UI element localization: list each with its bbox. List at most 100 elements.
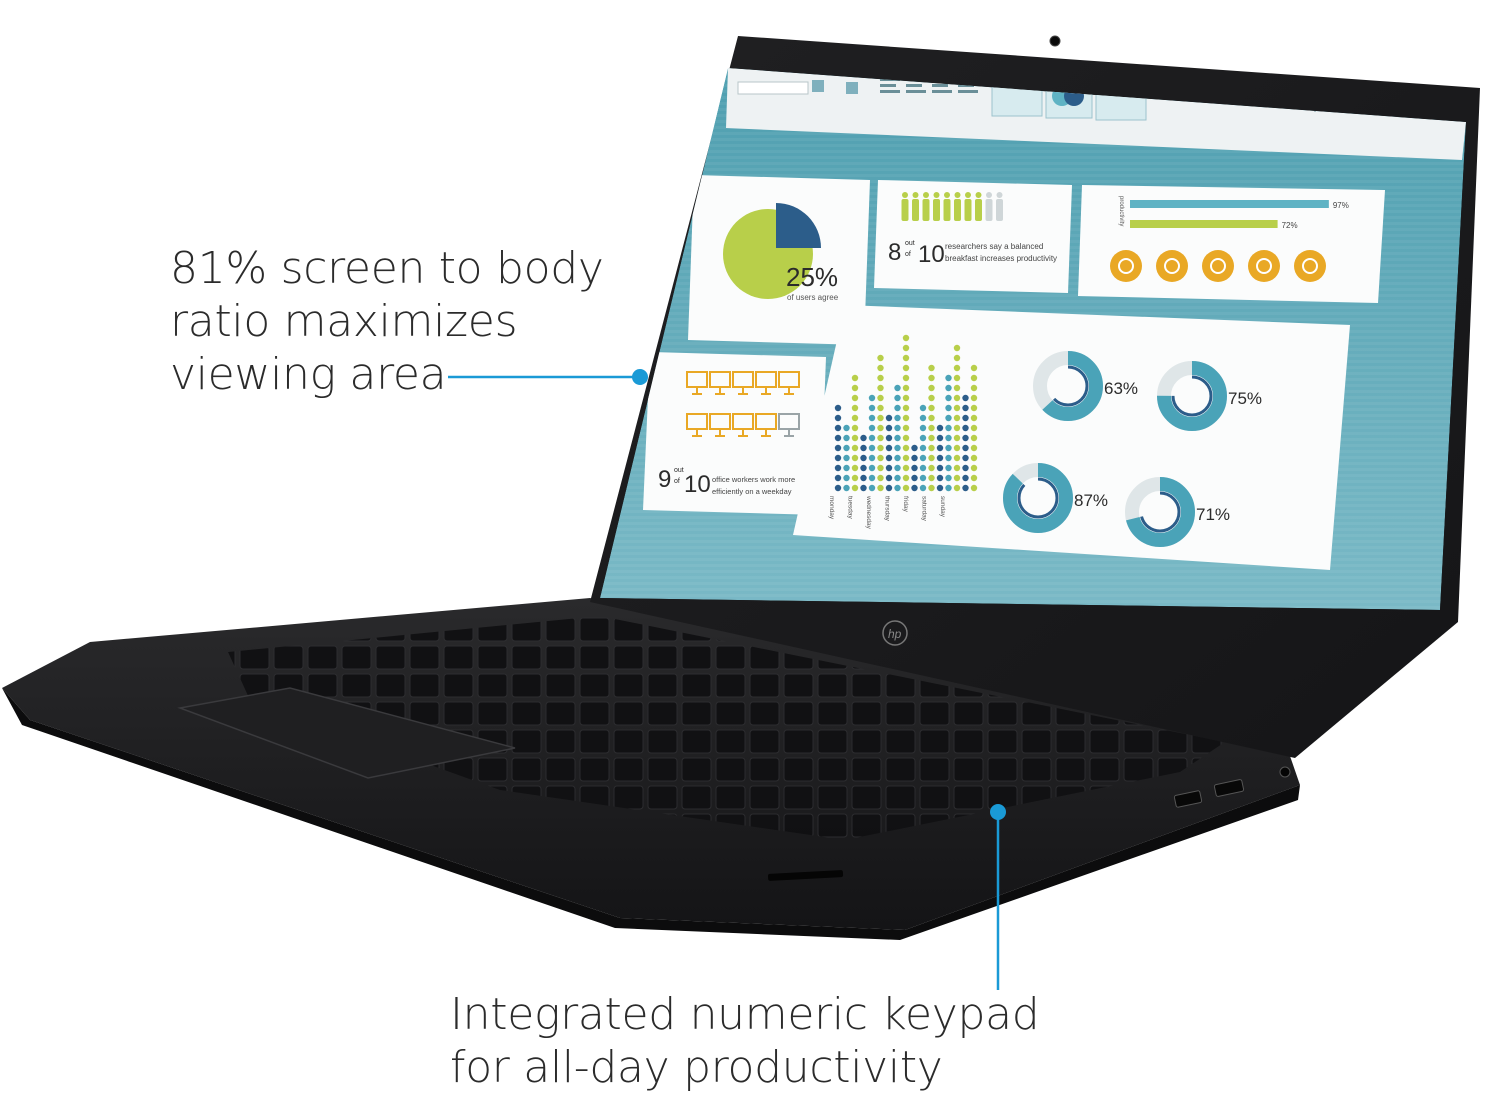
chart-dot — [970, 364, 978, 372]
chart-dot — [877, 474, 884, 482]
people-count-total: 10 — [918, 241, 945, 268]
chart-dot — [851, 424, 859, 432]
chart-dot — [902, 474, 910, 482]
chart-dot — [928, 474, 935, 482]
callout-keypad-dot — [990, 804, 1006, 820]
chart-dot — [877, 484, 884, 492]
callout-keypad-line-2: for all-day productivity — [450, 1042, 943, 1093]
dot-column-chart — [834, 334, 978, 492]
chart-dot — [945, 454, 952, 462]
arrow-icon — [1156, 250, 1188, 282]
chart-dot — [894, 414, 901, 422]
chart-dot — [902, 484, 910, 492]
chart-dot — [953, 434, 961, 442]
chart-dot — [877, 404, 884, 412]
chart-dot — [970, 474, 978, 482]
person-icon — [944, 192, 950, 198]
donut-value-arc — [1033, 351, 1103, 421]
donut-label: 71% — [1196, 505, 1230, 524]
person-icon — [902, 192, 908, 198]
chart-dot — [953, 424, 961, 432]
chart-dot — [877, 464, 884, 472]
person-body — [985, 199, 993, 221]
progress-bar — [1130, 220, 1278, 228]
chart-dot — [970, 394, 978, 402]
chart-dot — [894, 424, 901, 432]
person-body — [954, 199, 961, 221]
chart-dot — [834, 454, 842, 462]
chart-dot — [868, 444, 876, 452]
chart-dot — [902, 354, 910, 362]
chart-dot — [970, 464, 978, 472]
chart-dot — [894, 394, 901, 402]
chart-dot — [885, 484, 893, 492]
gear-icon — [1110, 250, 1142, 282]
chart-dot — [885, 434, 893, 442]
callout-screen-ratio: 81% screen to body ratio maximizes viewi… — [170, 242, 604, 401]
monitor-icon — [755, 413, 777, 430]
chart-dot — [877, 414, 884, 422]
people-count-out: out — [905, 240, 915, 247]
callout-screen-line-2: ratio maximizes — [170, 296, 518, 347]
chart-dot — [970, 374, 978, 382]
chart-dot — [953, 394, 961, 402]
person-body — [964, 199, 972, 221]
chart-dot — [902, 444, 910, 452]
chart-dot — [843, 434, 850, 442]
laptop-lid — [590, 36, 1480, 758]
donut-inner-arc — [1171, 375, 1213, 417]
card-reader-slot — [767, 870, 844, 881]
day-label: wednesday — [865, 495, 872, 530]
chart-dot — [877, 454, 884, 462]
chart-dot — [962, 464, 969, 472]
people-count-big: 8 — [888, 239, 901, 266]
pie-caption: of users agree — [787, 293, 839, 302]
chart-dot — [936, 484, 944, 492]
chart-dot — [834, 484, 842, 492]
chart-dot — [843, 444, 850, 452]
chart-dot — [885, 444, 893, 452]
laptop-base — [2, 598, 1300, 930]
pie-chart — [723, 203, 821, 299]
chart-dot — [894, 434, 901, 442]
chart-dot — [834, 444, 842, 452]
chart-dot — [928, 404, 935, 412]
chart-dot — [945, 474, 952, 482]
people-count-of: of — [905, 251, 911, 258]
chart-dot — [962, 444, 969, 452]
monitors-count-out: out — [674, 467, 684, 474]
usb-port-1 — [1173, 790, 1203, 808]
chart-dot — [902, 434, 910, 442]
chart-dot — [902, 414, 910, 422]
chart-dot — [885, 474, 893, 482]
chart-dot — [936, 424, 944, 432]
person-body — [922, 199, 930, 221]
monitor-icon — [686, 413, 708, 430]
donut-label: 87% — [1074, 491, 1108, 510]
person-body — [912, 199, 919, 221]
day-label: monday — [828, 496, 835, 520]
callout-screen-dot — [632, 369, 648, 385]
chart-dot — [970, 444, 978, 452]
chart-dot — [860, 474, 867, 482]
chart-dot — [936, 474, 944, 482]
chart-dot — [877, 384, 884, 392]
chart-dot — [868, 454, 876, 462]
chart-dot — [834, 474, 842, 482]
chart-dot — [919, 414, 927, 422]
monitors-caption-2: efficiently on a weekday — [712, 487, 792, 496]
audio-jack — [1279, 766, 1291, 778]
document-icon — [1202, 250, 1234, 282]
chart-dot — [851, 444, 859, 452]
chart-dot — [894, 384, 901, 392]
pie-value: 25% — [786, 262, 838, 292]
chart-dot — [834, 404, 842, 412]
donut-label: 75% — [1228, 389, 1262, 408]
growth-chart-icon-glyph — [1302, 258, 1318, 274]
growth-chart-icon — [1294, 250, 1326, 282]
chart-dot — [902, 454, 910, 462]
hp-logo-circle — [882, 620, 908, 646]
chart-dot — [851, 414, 859, 422]
day-label: thursday — [884, 496, 891, 522]
chart-dot — [911, 454, 918, 462]
